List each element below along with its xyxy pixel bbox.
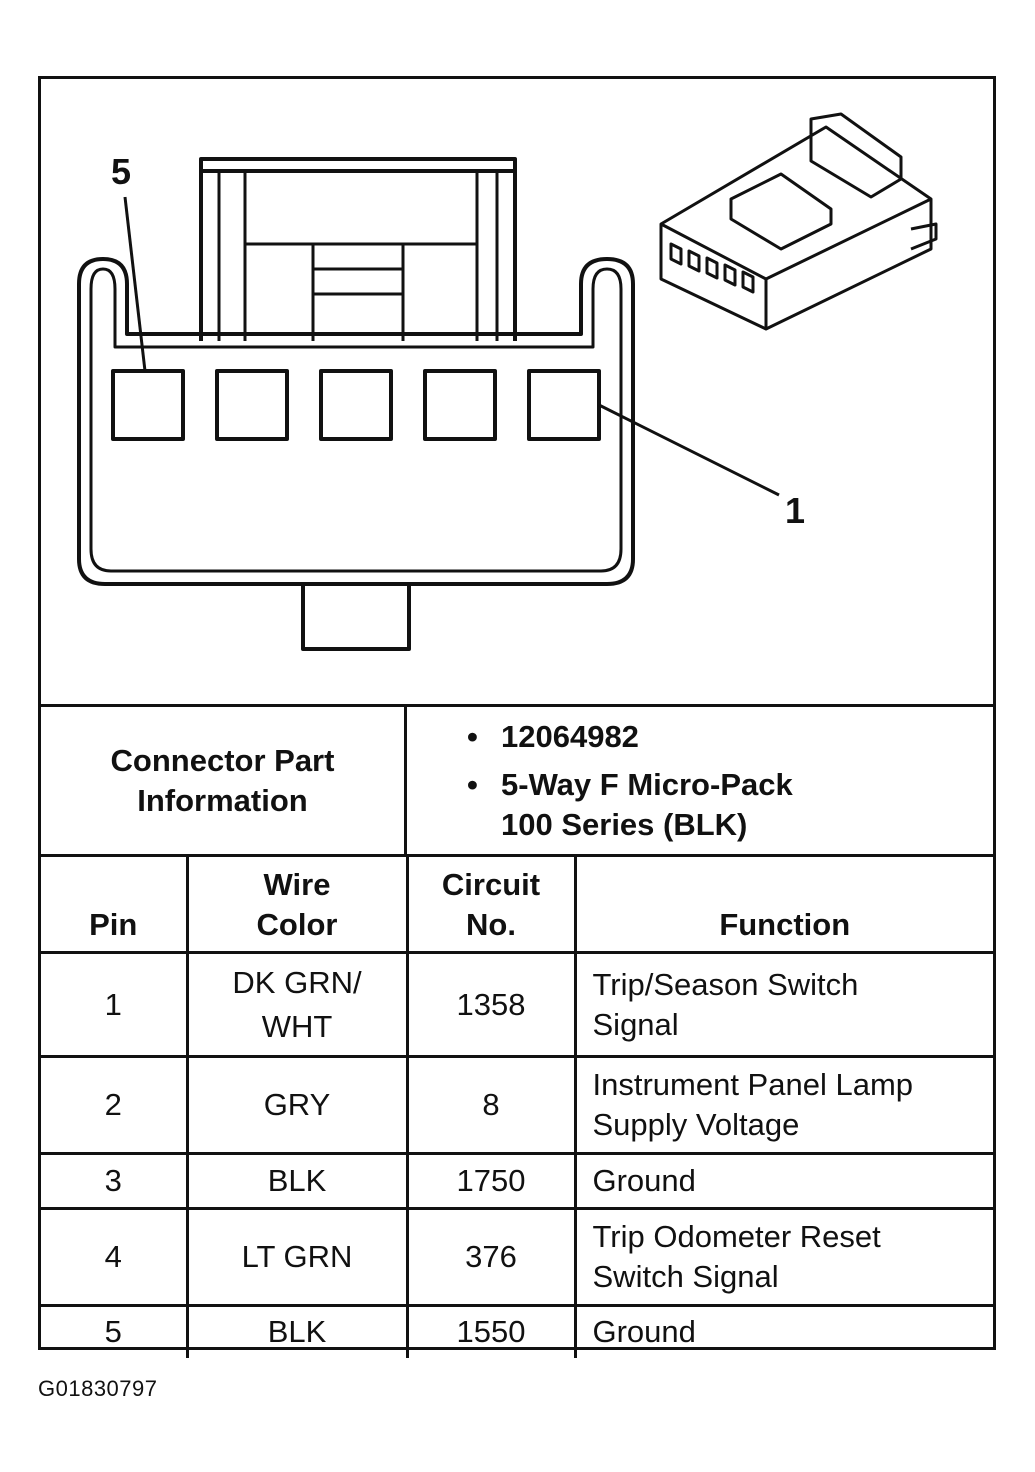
wire-color-cell: DK GRN/ WHT <box>185 951 409 1058</box>
pin-1-leader-line <box>598 403 780 497</box>
pin-5-label: 5 <box>111 151 131 192</box>
connector-key <box>301 584 411 651</box>
connector-diagram-frame: 5 1 Connector Part Information • 1206498… <box>38 76 996 1358</box>
connector-part-info-values: • 12064982 • 5-Way F Micro-Pack 100 Seri… <box>407 707 993 854</box>
pin-cavity-5 <box>111 369 185 441</box>
header-circuit-no: Circuit No. <box>405 854 577 954</box>
bullet-icon: • <box>467 719 478 754</box>
pin-cavity-2 <box>423 369 497 441</box>
connector-lock-tab <box>199 157 517 341</box>
function-cell: Trip Odometer Reset Switch Signal <box>573 1207 993 1307</box>
table-row: 3 BLK 1750 Ground <box>41 1152 993 1210</box>
part-number: 12064982 <box>501 719 639 754</box>
pin-table: Pin Wire Color Circuit No. Function 1 DK… <box>41 854 993 1358</box>
table-header-row: Pin Wire Color Circuit No. Function <box>41 854 993 954</box>
circuit-cell: 1358 <box>405 951 577 1058</box>
pin-1-label: 1 <box>785 490 805 531</box>
wire-color-cell: BLK <box>185 1304 409 1358</box>
table-row: 2 GRY 8 Instrument Panel Lamp Supply Vol… <box>41 1055 993 1155</box>
connector-part-info-label: Connector Part Information <box>41 707 407 854</box>
pin-cell: 2 <box>41 1055 189 1155</box>
header-function: Function <box>573 854 993 954</box>
table-row: 4 LT GRN 376 Trip Odometer Reset Switch … <box>41 1207 993 1307</box>
circuit-cell: 376 <box>405 1207 577 1307</box>
connector-type: 5-Way F Micro-Pack 100 Series (BLK) <box>501 767 793 842</box>
connector-body <box>77 257 635 586</box>
function-cell: Trip/Season Switch Signal <box>573 951 993 1058</box>
circuit-cell: 8 <box>405 1055 577 1155</box>
header-pin: Pin <box>41 854 189 954</box>
bullet-icon: • <box>467 767 478 802</box>
header-wire-color: Wire Color <box>185 854 409 954</box>
pin-5-leader-line <box>123 196 147 372</box>
part-number-item: • 12064982 <box>467 717 993 765</box>
circuit-cell: 1750 <box>405 1152 577 1210</box>
table-row: 5 BLK 1550 Ground <box>41 1304 993 1358</box>
pin-cell: 3 <box>41 1152 189 1210</box>
pin-cavity-3 <box>319 369 393 441</box>
pin-cell: 1 <box>41 951 189 1058</box>
wire-color-cell: BLK <box>185 1152 409 1210</box>
function-cell: Ground <box>573 1152 993 1210</box>
circuit-cell: 1550 <box>405 1304 577 1358</box>
connector-face-diagram: 5 1 <box>77 112 938 651</box>
connector-part-info: Connector Part Information • 12064982 • … <box>41 704 993 854</box>
pin-cavity-1 <box>527 369 601 441</box>
function-cell: Instrument Panel Lamp Supply Voltage <box>573 1055 993 1155</box>
pin-cell: 4 <box>41 1207 189 1307</box>
function-cell: Ground <box>573 1304 993 1358</box>
wire-color-cell: GRY <box>185 1055 409 1155</box>
pin-cavity-4 <box>215 369 289 441</box>
figure-id: G01830797 <box>38 1376 158 1401</box>
connector-type-item: • 5-Way F Micro-Pack 100 Series (BLK) <box>467 765 993 853</box>
pin-cell: 5 <box>41 1304 189 1358</box>
table-row: 1 DK GRN/ WHT 1358 Trip/Season Switch Si… <box>41 951 993 1058</box>
connector-3d-icon <box>659 112 938 331</box>
wire-color-cell: LT GRN <box>185 1207 409 1307</box>
